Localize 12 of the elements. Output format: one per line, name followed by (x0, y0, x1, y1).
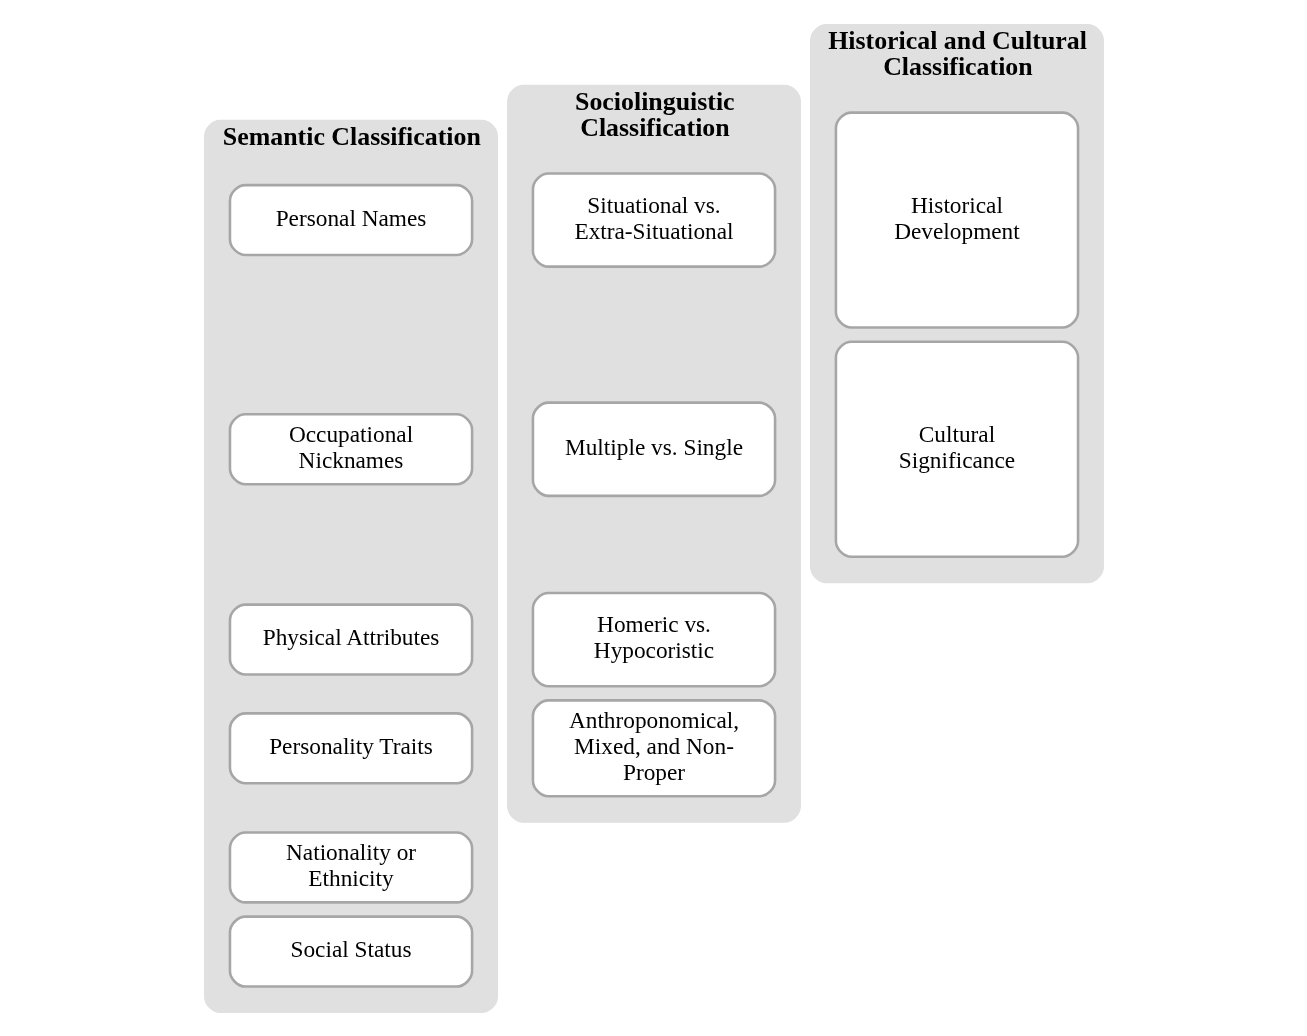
node-box: Social Status (228, 914, 473, 988)
node-box: Historical Development (834, 110, 1079, 329)
node-box: Personal Names (228, 183, 473, 256)
node-box: Multiple vs. Single (531, 400, 776, 497)
node-box: Physical Attributes (228, 602, 473, 676)
node-box: Homeric vs. Hypocoristic (531, 591, 776, 687)
node-box: Cultural Significance (834, 339, 1079, 558)
node-box: Occupational Nicknames (228, 412, 473, 485)
node-box: Situational vs. Extra-Situational (531, 171, 776, 268)
node-box: Personality Traits (228, 711, 473, 785)
node-box: Nationality or Ethnicity (228, 830, 473, 904)
node-box: Anthroponomical, Mixed, and Non-Proper (531, 698, 776, 798)
